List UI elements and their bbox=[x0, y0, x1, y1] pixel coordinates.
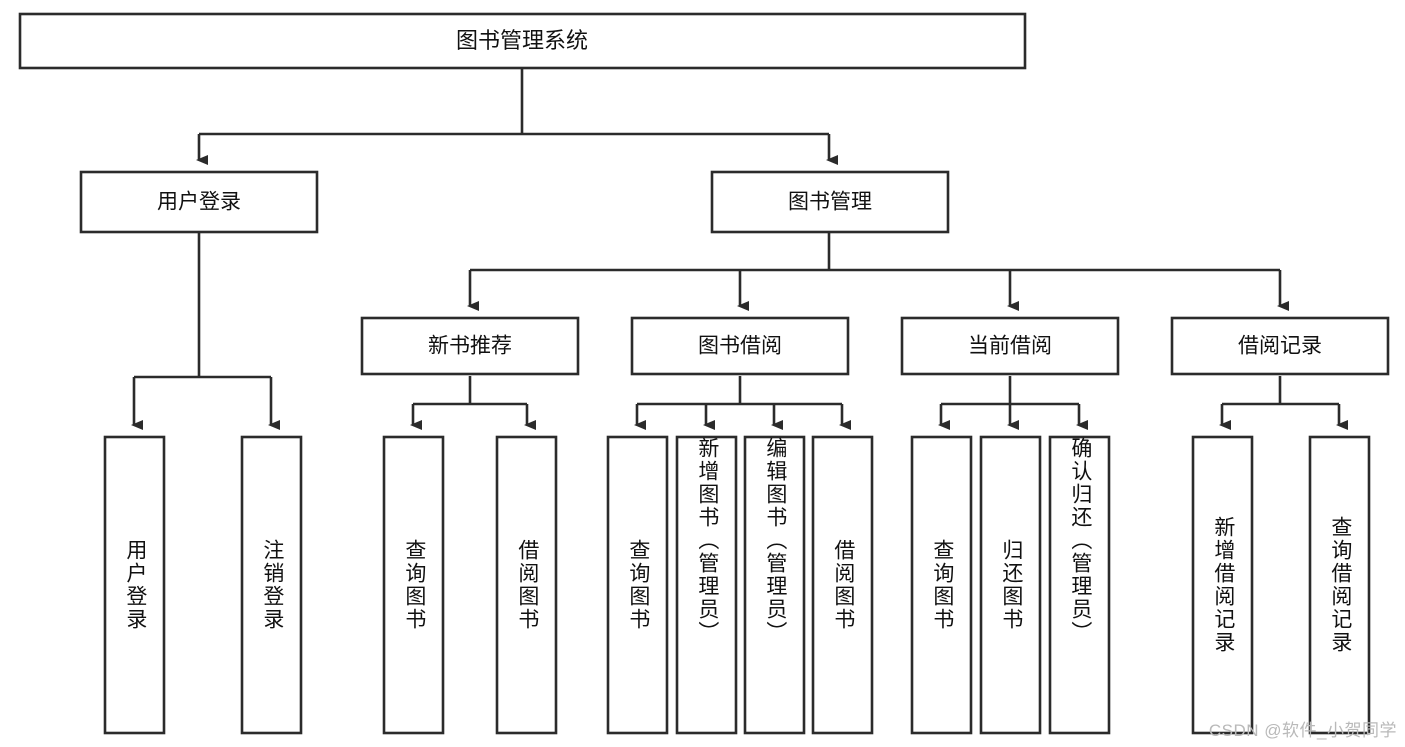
node-user-login-label: 用户登录 bbox=[157, 191, 241, 214]
leaf-rect-query-record[interactable] bbox=[1308, 435, 1371, 735]
node-current-borrow-label: 当前借阅 bbox=[968, 335, 1052, 358]
leaf-rect-query-book-1[interactable] bbox=[382, 435, 445, 735]
node-book-management[interactable]: 图书管理 bbox=[710, 170, 950, 234]
connector-borrow-bus bbox=[634, 376, 851, 430]
leaf-rect-confirm-return[interactable] bbox=[1048, 435, 1111, 735]
leaf-rect-add-record[interactable] bbox=[1191, 435, 1254, 735]
leaf-rect-query-book-2[interactable] bbox=[606, 435, 669, 735]
node-borrow-record[interactable]: 借阅记录 bbox=[1170, 316, 1390, 376]
leaf-rect-add-book[interactable] bbox=[675, 435, 738, 735]
node-book-borrow-label: 图书借阅 bbox=[698, 335, 782, 358]
node-borrow-record-label: 借阅记录 bbox=[1238, 335, 1322, 358]
node-book-borrow[interactable]: 图书借阅 bbox=[630, 316, 850, 376]
connector-bookmgmt-bus bbox=[467, 232, 1289, 311]
leaf-rect-logout-login[interactable] bbox=[240, 435, 303, 735]
node-book-management-label: 图书管理 bbox=[788, 191, 872, 214]
node-system-title-label: 图书管理系统 bbox=[456, 28, 588, 53]
leaf-rect-edit-book[interactable] bbox=[743, 435, 806, 735]
connector-current-bus bbox=[938, 376, 1088, 430]
leaf-rect-borrow-book-1[interactable] bbox=[495, 435, 558, 735]
node-system-title[interactable]: 图书管理系统 bbox=[18, 12, 1027, 70]
leaf-rect-query-book-3[interactable] bbox=[910, 435, 973, 735]
leaf-rect-borrow-book-2[interactable] bbox=[811, 435, 874, 735]
node-new-book-recommend-label: 新书推荐 bbox=[428, 335, 512, 358]
node-user-login[interactable]: 用户登录 bbox=[79, 170, 319, 234]
connector-root-bus bbox=[196, 68, 838, 165]
csdn-watermark: CSDN @软件_小贺同学 bbox=[1208, 721, 1397, 740]
node-current-borrow[interactable]: 当前借阅 bbox=[900, 316, 1120, 376]
connector-userlogin-bus bbox=[131, 232, 280, 430]
leaf-rects bbox=[103, 435, 1371, 735]
node-new-book-recommend[interactable]: 新书推荐 bbox=[360, 316, 580, 376]
leaf-rect-user-login[interactable] bbox=[103, 435, 166, 735]
connector-recommend-bus bbox=[410, 376, 536, 430]
leaf-rect-return-book[interactable] bbox=[979, 435, 1042, 735]
connector-record-bus bbox=[1219, 376, 1348, 430]
